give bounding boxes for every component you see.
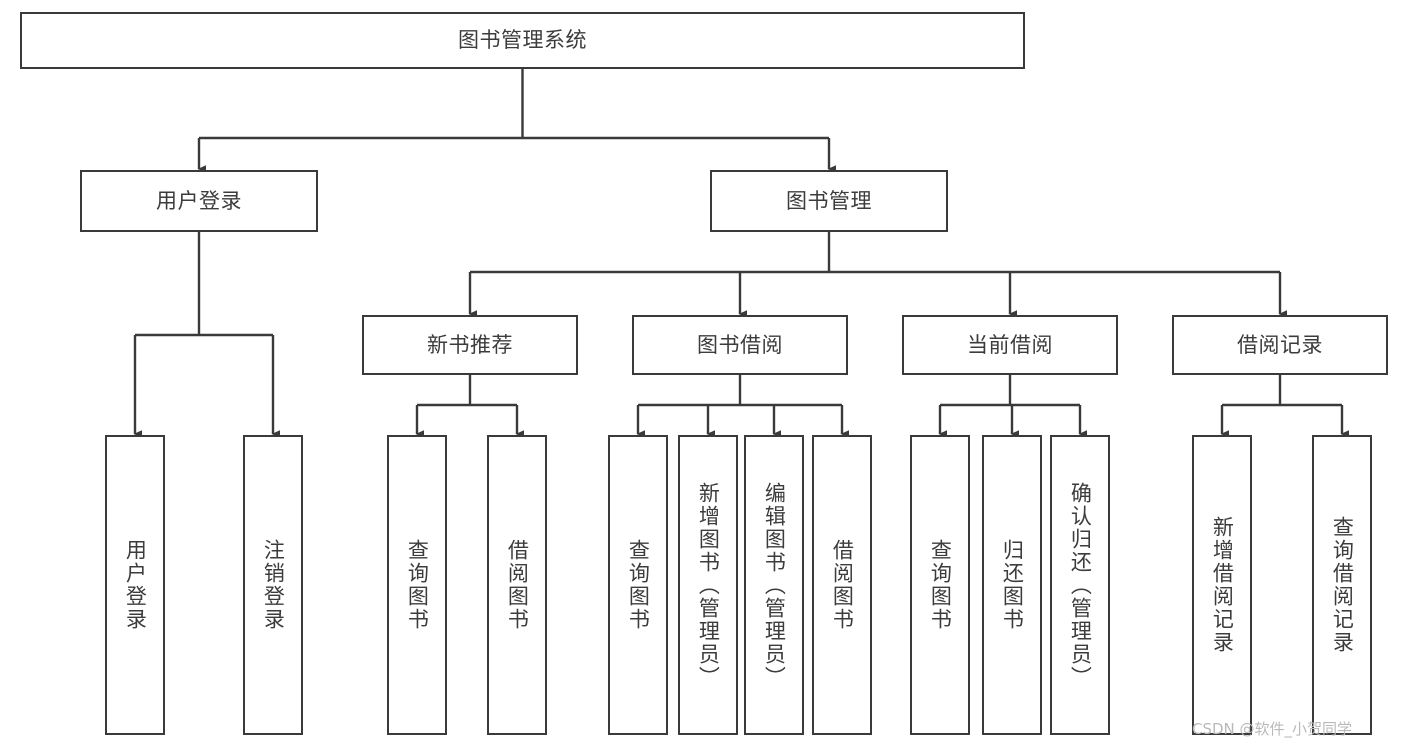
node-leaf-borrow-query: 查询图书 xyxy=(608,435,668,735)
node-leaf-rec-add: 新增借阅记录 xyxy=(1192,435,1252,735)
node-book-borrow: 图书借阅 xyxy=(632,315,848,375)
node-leaf-user-logout: 注销登录 xyxy=(243,435,303,735)
node-label: 新书推荐 xyxy=(427,332,513,357)
node-user-login: 用户登录 xyxy=(80,170,318,232)
node-label: 借阅记录 xyxy=(1237,332,1323,357)
node-leaf-cur-return: 归还图书 xyxy=(982,435,1042,735)
node-label: 归还图书 xyxy=(1000,539,1025,631)
node-label: 确认归还（管理员） xyxy=(1068,481,1093,689)
node-label: 借阅图书 xyxy=(505,539,530,631)
node-current-borrow: 当前借阅 xyxy=(902,315,1118,375)
node-label: 注销登录 xyxy=(261,539,286,631)
node-leaf-borrow-add: 新增图书（管理员） xyxy=(678,435,738,735)
node-borrow-record: 借阅记录 xyxy=(1172,315,1388,375)
node-label: 查询图书 xyxy=(626,539,651,631)
node-new-book-rec: 新书推荐 xyxy=(362,315,578,375)
node-book-manage: 图书管理 xyxy=(710,170,948,232)
node-root: 图书管理系统 xyxy=(20,12,1025,69)
node-label: 用户登录 xyxy=(156,188,242,213)
node-label: 查询图书 xyxy=(928,539,953,631)
node-label: 新增借阅记录 xyxy=(1210,516,1235,654)
node-label: 用户登录 xyxy=(123,539,148,631)
node-label: 图书管理系统 xyxy=(458,28,587,53)
node-leaf-borrow-edit: 编辑图书（管理员） xyxy=(744,435,804,735)
node-leaf-rec-borrow: 借阅图书 xyxy=(487,435,547,735)
node-label: 查询借阅记录 xyxy=(1330,516,1355,654)
edge-group xyxy=(133,69,1350,438)
node-label: 查询图书 xyxy=(405,539,430,631)
node-label: 图书管理 xyxy=(786,188,872,213)
node-label: 当前借阅 xyxy=(967,332,1053,357)
node-leaf-cur-query: 查询图书 xyxy=(910,435,970,735)
node-label: 新增图书（管理员） xyxy=(696,481,721,689)
node-leaf-rec-query: 查询图书 xyxy=(387,435,447,735)
node-leaf-user-login: 用户登录 xyxy=(105,435,165,735)
node-label: 编辑图书（管理员） xyxy=(762,481,787,689)
csdn-watermark: CSDN @软件_小贺同学 xyxy=(1192,720,1353,738)
node-leaf-borrow-lend: 借阅图书 xyxy=(812,435,872,735)
node-leaf-cur-confirm: 确认归还（管理员） xyxy=(1050,435,1110,735)
node-label: 借阅图书 xyxy=(830,539,855,631)
node-leaf-rec-query2: 查询借阅记录 xyxy=(1312,435,1372,735)
node-label: 图书借阅 xyxy=(697,332,783,357)
